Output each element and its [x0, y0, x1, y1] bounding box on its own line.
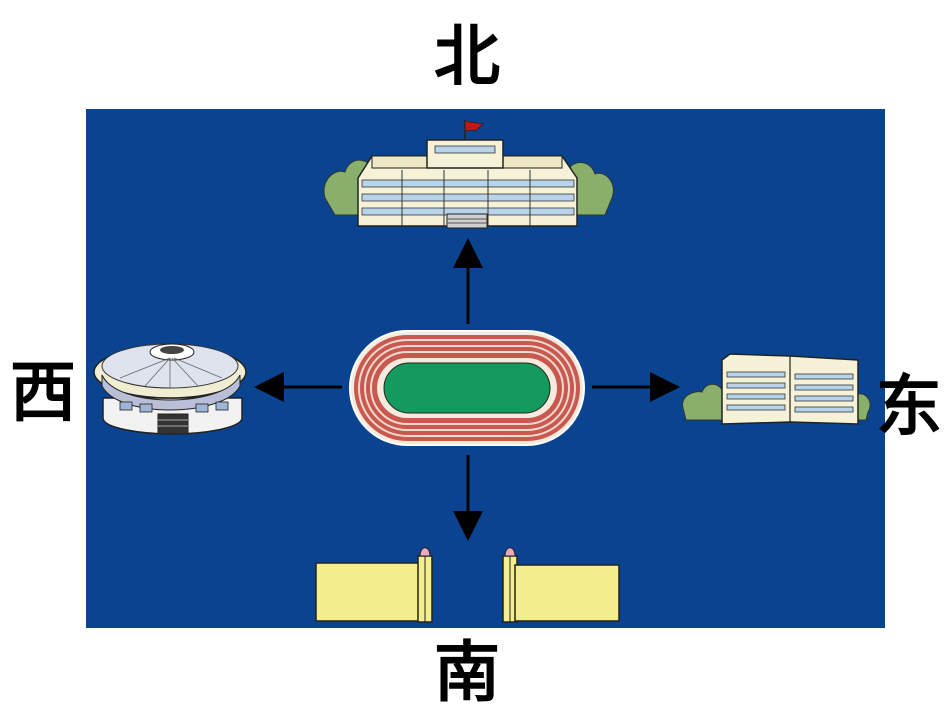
school-gate-icon — [315, 547, 620, 623]
direction-label-west: 西 — [10, 354, 76, 431]
direction-label-north: 北 — [434, 18, 500, 95]
school-building-icon — [323, 120, 614, 229]
direction-label-south: 南 — [434, 634, 500, 711]
running-track-icon — [349, 330, 585, 446]
direction-label-east: 东 — [876, 368, 942, 445]
dormitory-building-icon — [682, 353, 871, 425]
direction-arrows — [254, 238, 680, 541]
stadium-icon — [93, 343, 247, 435]
